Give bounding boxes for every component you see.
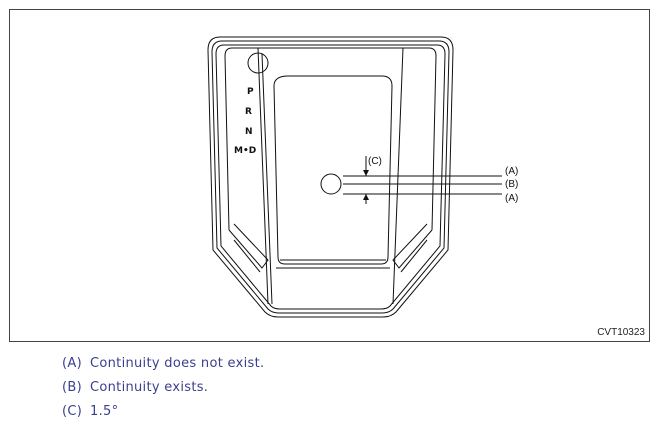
legend-item-b: (B) Continuity exists. (62, 376, 264, 400)
gear-label-r: R (245, 107, 252, 117)
callout-a-upper: (A) (505, 166, 518, 177)
inner-panel-top (224, 47, 437, 231)
gear-label-p: P (247, 87, 254, 97)
legend-text: Continuity does not exist. (90, 356, 265, 371)
shift-lever-pivot (320, 173, 342, 195)
bezel-outline-middle (211, 40, 450, 314)
legend-key: (C) (62, 404, 83, 419)
legend: (A) Continuity does not exist. (B) Conti… (62, 352, 264, 424)
gear-label-md: M•D (234, 146, 256, 156)
gear-label-n: N (245, 127, 253, 137)
legend-item-c: (C) 1.5° (62, 400, 264, 424)
shift-console-diagram: P R N M•D (C) (A) (B) (A) CVT10323 (9, 9, 650, 342)
callout-b: (B) (505, 179, 518, 190)
legend-text: Continuity exists. (90, 380, 209, 395)
console-drawing: P R N M•D (C) (A) (B) (A) (207, 36, 518, 318)
legend-key: (B) (62, 380, 82, 395)
legend-item-a: (A) Continuity does not exist. (62, 352, 264, 376)
bezel-outline-outer (207, 36, 454, 318)
bezel-outline-inner (215, 44, 446, 310)
legend-key: (A) (62, 356, 82, 371)
indicator-lamp (247, 52, 269, 74)
callout-c: (C) (368, 156, 382, 167)
legend-text: 1.5° (90, 404, 119, 419)
shift-gate-panel (273, 75, 393, 265)
figure-code: CVT10323 (597, 327, 645, 338)
callout-a-lower: (A) (505, 193, 518, 204)
